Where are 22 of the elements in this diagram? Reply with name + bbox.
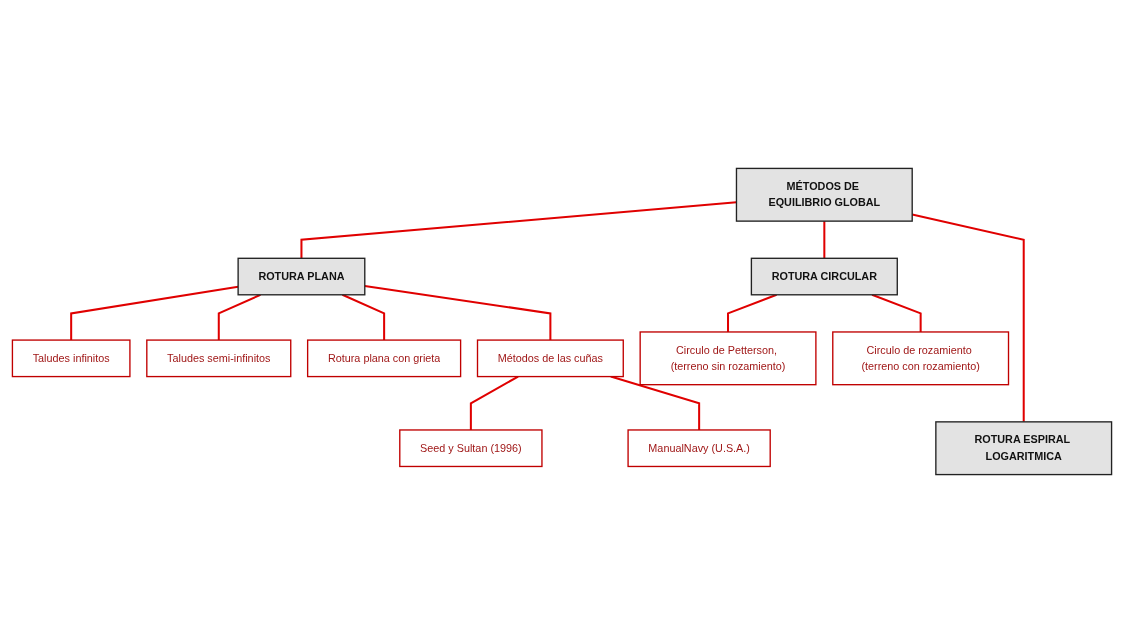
connector: [822, 221, 825, 259]
node-box: Taludes semi-infinitos: [145, 339, 291, 378]
node-box: MÉTODOS DE EQUILIBRIO GLOBAL: [735, 167, 913, 222]
node-box: Rotura plana con grieta: [306, 339, 461, 378]
node-box: Seed y Sultan (1996): [398, 429, 543, 468]
node-box: Taludes infinitos: [11, 339, 131, 378]
connector: [726, 293, 777, 332]
connector: [341, 293, 385, 341]
connector: [469, 375, 519, 430]
connector: [911, 213, 1025, 422]
node-box: ROTURA ESPIRAL LOGARITMICA: [934, 421, 1112, 476]
node-box: ManualNavy (U.S.A.): [626, 429, 771, 468]
node-box: ROTURA PLANA: [236, 257, 365, 296]
connector: [871, 293, 922, 332]
node-box: Circulo de rozamiento (terreno con rozamiento): [831, 331, 1009, 386]
node-box: ROTURA CIRCULAR: [750, 257, 898, 296]
connector: [69, 285, 238, 341]
node-box: Métodos de las cuñas: [476, 339, 624, 378]
connector: [610, 375, 700, 430]
node-box: Circulo de Petterson, (terreno sin rozamiento): [639, 331, 817, 386]
connector: [217, 293, 261, 341]
connector: [364, 284, 551, 341]
